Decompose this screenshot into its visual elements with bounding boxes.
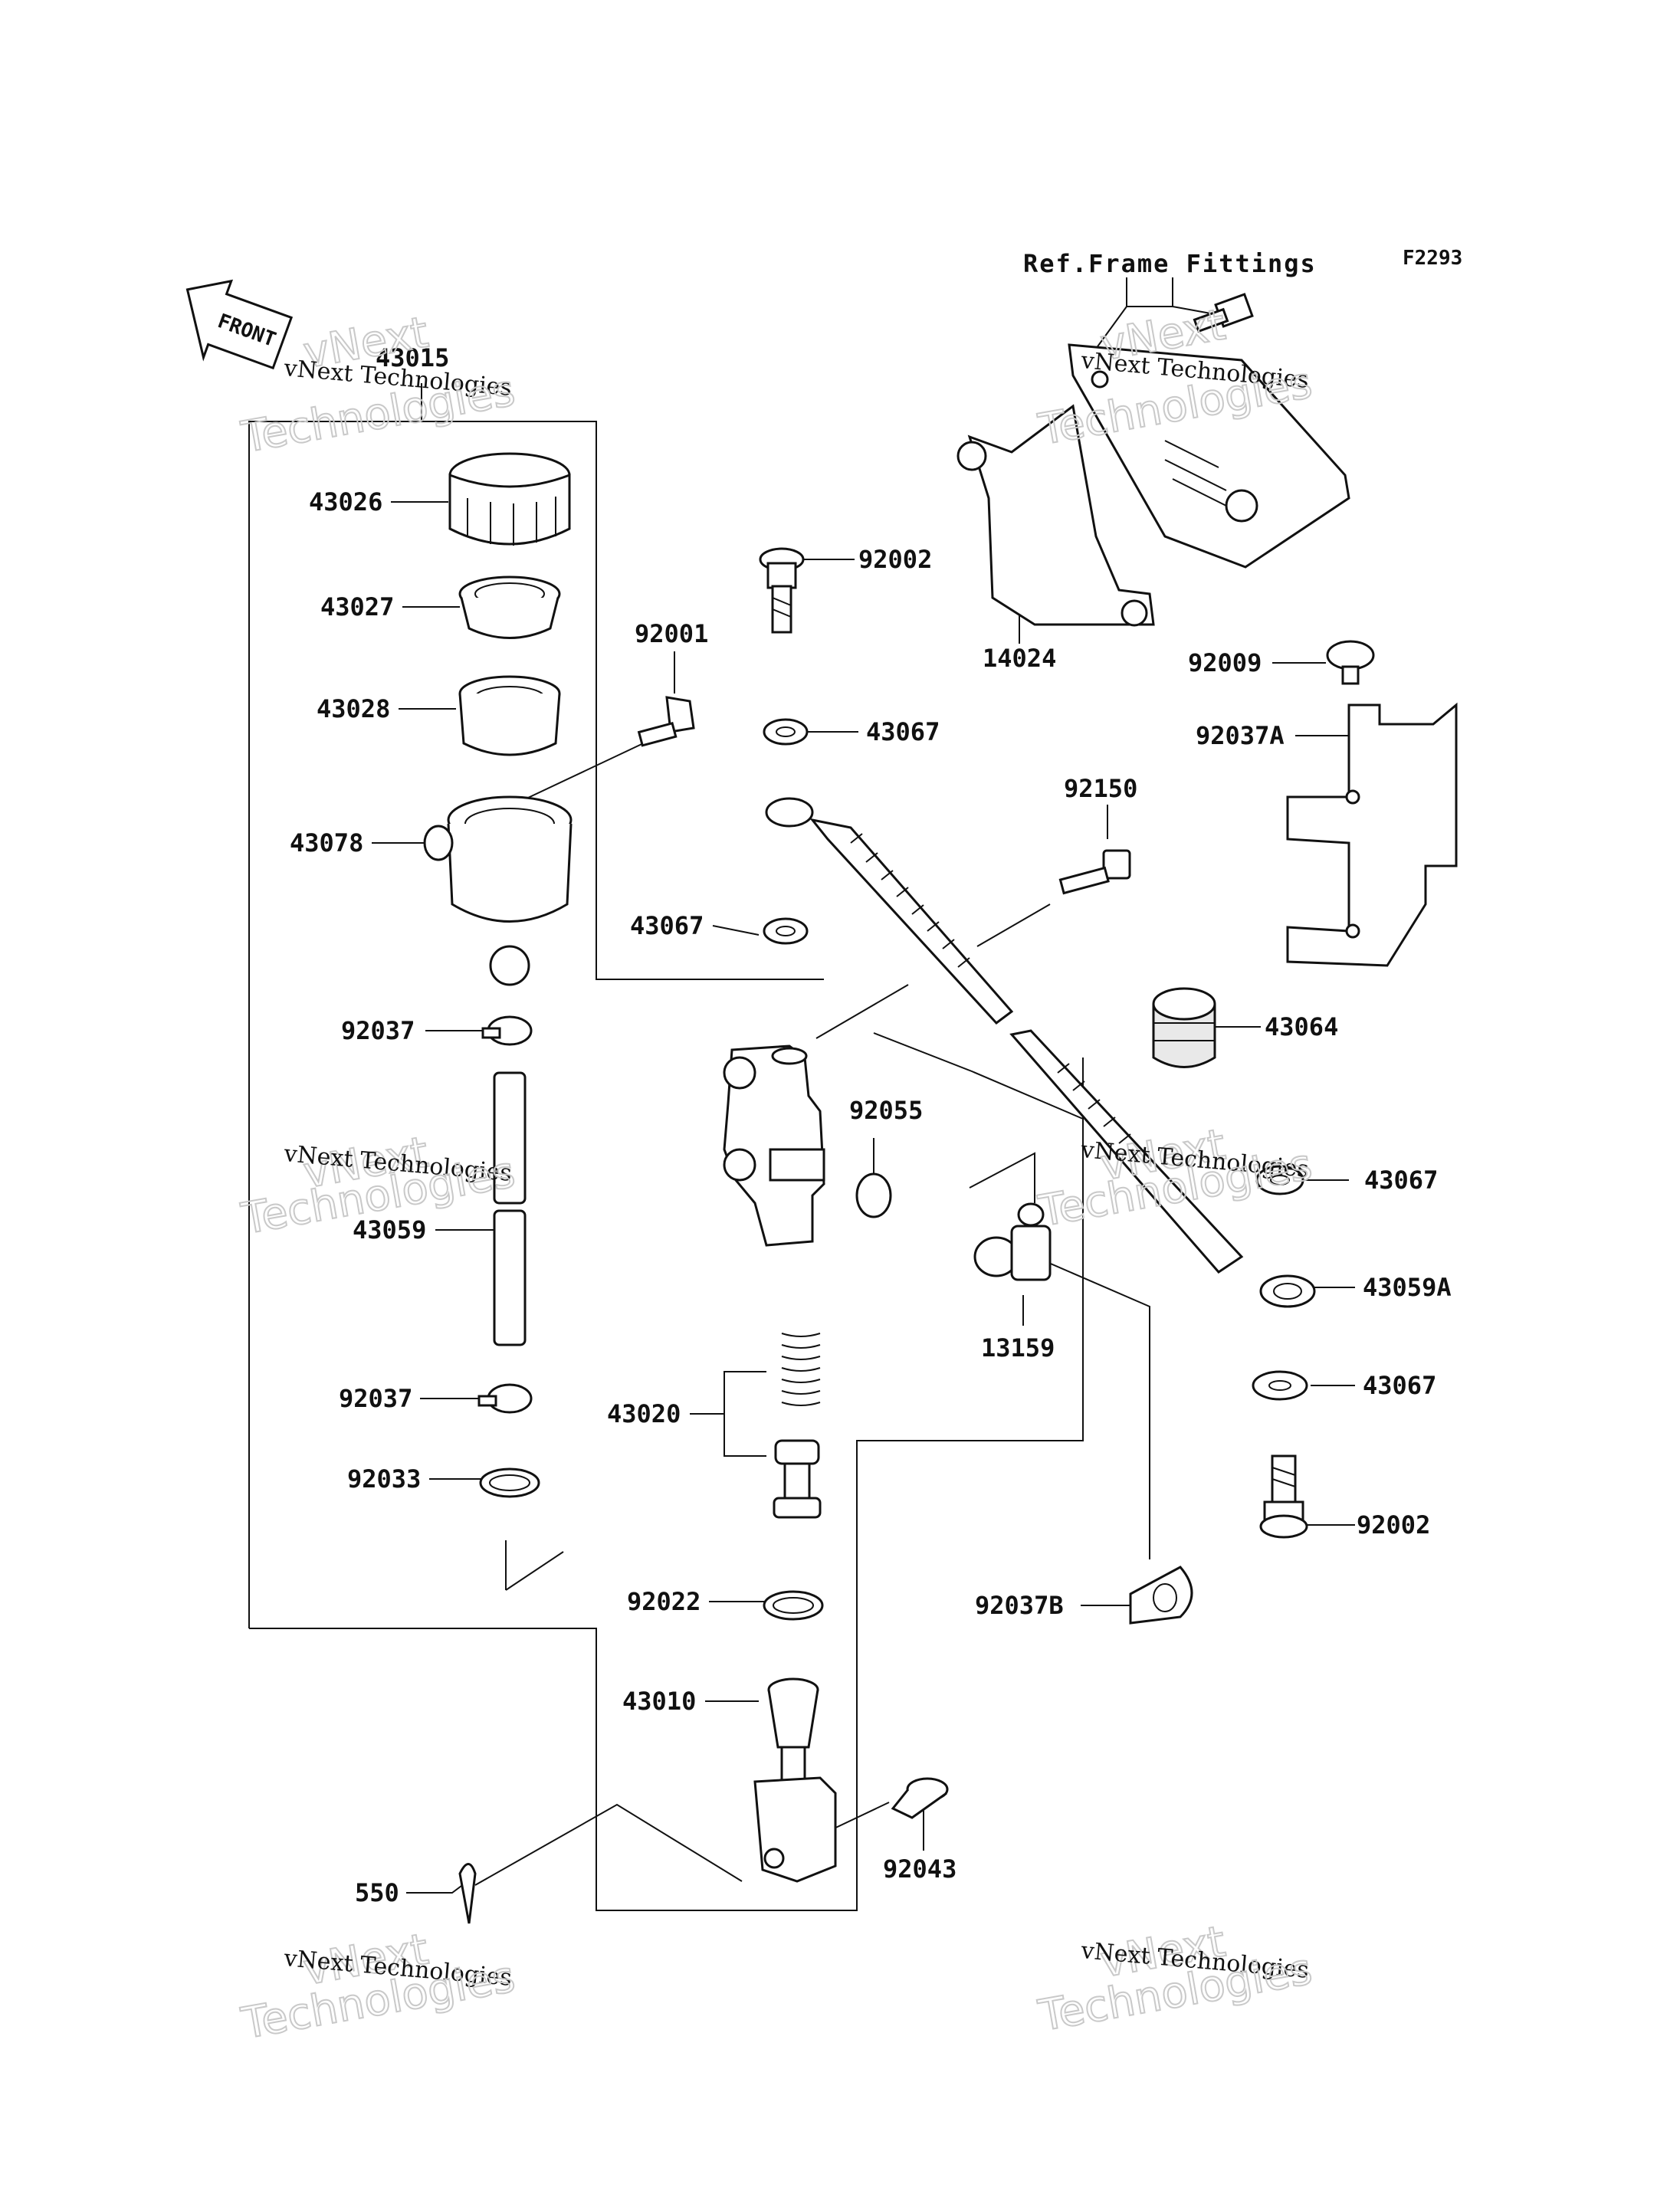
screw-92009 [1326,640,1375,685]
part-labels: 43015 43026 43027 43028 43078 92037 4305… [290,343,1452,1907]
label-92037-lower: 92037 [339,1384,412,1413]
bolt-92001 [637,696,695,747]
label-43078: 43078 [290,828,363,857]
washer-43067-c [1255,1165,1304,1195]
label-43015: 43015 [376,343,449,372]
hose-43059 [493,1071,527,1346]
label-14024: 14024 [983,644,1056,673]
label-43010: 43010 [622,1687,696,1716]
frame-fitting-bracket [1068,343,1350,569]
o-ring-92055 [855,1172,892,1218]
snap-ring-92022 [763,1590,824,1621]
label-43028: 43028 [317,694,390,723]
diaphragm-43028 [458,675,561,756]
label-43067-a: 43067 [866,717,940,746]
label-43067-b: 43067 [630,911,704,940]
spring-piston-43020 [773,1333,822,1519]
banjo-bolt-92002-lower [1259,1454,1308,1539]
front-arrow-icon: FRONT [185,279,294,370]
push-rod-43010 [753,1677,837,1883]
plate-43027 [458,575,561,639]
washer-43067-a [763,718,809,746]
brake-hose-43059A [765,797,1316,1308]
reservoir-43078 [423,795,573,986]
label-92150: 92150 [1064,774,1137,803]
label-92002-upper: 92002 [858,545,932,574]
label-92037A: 92037A [1196,721,1285,750]
pin-92043 [891,1777,949,1819]
clamp-92037-lower [477,1383,533,1414]
master-cylinder-body [723,1044,825,1247]
label-92037B: 92037B [975,1591,1064,1620]
label-43067-c: 43067 [1364,1166,1438,1195]
leader-lines [248,277,1355,1911]
diagram-id: F2293 [1403,247,1462,270]
joint-13159 [973,1202,1052,1281]
bolt-92150 [1058,849,1131,895]
label-92022: 92022 [627,1587,701,1616]
label-43059: 43059 [353,1215,426,1244]
washer-43067-d [1252,1370,1308,1401]
label-92001: 92001 [635,619,708,648]
label-550: 550 [355,1878,399,1907]
grommet-43064 [1152,987,1216,1068]
frame-bolt [1193,293,1254,333]
label-43026: 43026 [309,487,382,516]
watermark-bottom-right: vNext vNext Technologies Technologies [1034,1916,1317,2042]
label-43027: 43027 [320,592,394,621]
clamp-92037B [1129,1566,1193,1625]
banjo-bolt-92002-upper [759,547,805,634]
bracket-92037A [1286,702,1458,967]
cotter-pin-550 [458,1863,477,1924]
label-92033: 92033 [347,1464,421,1494]
watermark-bottom-left: vNext vNext Technologies Technologies [237,1923,520,2050]
label-43064: 43064 [1265,1012,1338,1041]
label-43059A: 43059A [1363,1273,1452,1302]
ref-frame-label: Ref.Frame Fittings [1023,249,1317,278]
cover-14024 [956,404,1155,627]
label-92043: 92043 [883,1854,956,1884]
label-92055: 92055 [849,1096,923,1125]
reservoir-cap-43026 [448,452,571,546]
label-43020: 43020 [607,1399,681,1428]
label-92002-lower: 92002 [1357,1510,1430,1540]
clamp-92037-upper [481,1015,533,1046]
label-92009: 92009 [1188,648,1262,677]
label-92037-upper: 92037 [341,1016,415,1045]
label-43067-d: 43067 [1363,1371,1436,1400]
washer-43067-b [763,917,809,945]
label-13159: 13159 [981,1333,1055,1362]
snap-ring-92033 [479,1467,540,1498]
